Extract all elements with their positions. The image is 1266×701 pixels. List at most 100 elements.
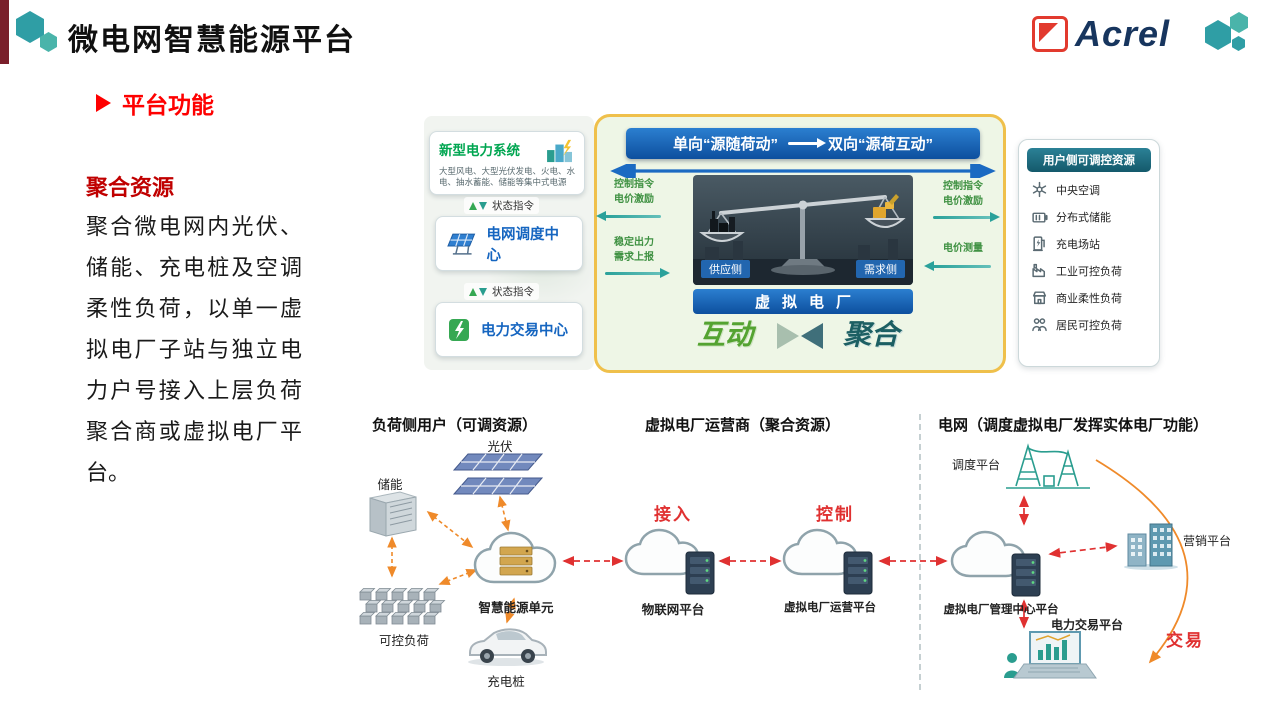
flow-arrow-left-icon [596, 211, 661, 221]
iot-platform-icon [624, 528, 715, 595]
vpp-title-banner: 虚拟电厂 [693, 289, 913, 314]
trade-flow-label: 交易 [1166, 631, 1204, 650]
demand-side-label: 需求侧 [856, 260, 905, 278]
vpp-operation-platform-label: 虚拟电厂运营平台 [784, 602, 876, 614]
commercial-load-icon [1032, 291, 1047, 305]
page-title: 微电网智慧能源平台 [68, 24, 356, 57]
storage-label: 储能 [377, 478, 403, 492]
battery-bolt-icon [449, 318, 469, 341]
industry-load-icon [1032, 263, 1046, 278]
hexagon-icon [16, 11, 44, 43]
hexagon-icon [1205, 20, 1231, 50]
list-item-industry: 工业可控负荷 [1027, 257, 1151, 284]
flow-label-output-left: 稳定出力 需求上报 [614, 237, 654, 263]
trade-platform-label: 电力交易平台 [1050, 618, 1123, 632]
resource-links [387, 495, 516, 624]
pv-label: 光伏 [487, 440, 513, 454]
flow-label-price-measure: 电价测量 [943, 243, 983, 254]
power-plant-icon [547, 139, 572, 163]
section-title-load-side: 负荷侧用户（可调资源） [372, 417, 538, 434]
marketing-platform-label: 营销平台 [1182, 534, 1231, 548]
dispatch-platform-label: 调度平台 [951, 458, 1000, 472]
list-item-label: 居民可控负荷 [1056, 319, 1122, 332]
list-item-label: 充电场站 [1056, 238, 1100, 251]
flow-label-control-right: 控制指令 电价激励 [943, 181, 983, 207]
iot-platform-label: 物联网平台 [641, 603, 705, 617]
list-item-charging: 充电场站 [1027, 230, 1151, 257]
status-command-badge-2: 状态指令 [464, 283, 539, 300]
power-system-subtitle: 大型风电、大型光伏发电、火电、水电、抽水蓄能、储能等集中式电源 [439, 166, 576, 188]
power-system-box: 新型电力系统 大型风电、大型光伏发电、火电、水电、抽水蓄能、储能等集中式电源 [429, 131, 585, 195]
interact-label: 互动 [697, 319, 754, 350]
list-item-storage: 分布式储能 [1027, 203, 1151, 230]
brand-logo: Acrel [1032, 13, 1170, 55]
resident-load-icon [1032, 318, 1047, 332]
header-twoway-label: 双向“源荷互动” [828, 136, 934, 153]
trade-platform-laptop-icon [1004, 631, 1097, 679]
grid-trade-arc [1095, 459, 1189, 664]
subsection-title: 聚合资源 [86, 175, 175, 200]
list-item-label: 工业可控负荷 [1056, 265, 1122, 278]
section-title: 平台功能 [122, 92, 214, 118]
header-accent-bar [0, 0, 9, 64]
power-system-title: 新型电力系统 [439, 143, 520, 158]
balance-scale-image: 供应侧 需求侧 [693, 175, 913, 285]
updown-arrows-icon [469, 287, 487, 296]
arrow-bullet-icon [96, 94, 111, 112]
decor-hexagons-top-left [16, 11, 76, 67]
flow-arrow-right-icon [933, 212, 1000, 222]
hexagon-icon [1230, 12, 1248, 33]
vpp-header-banner: 单向“源随荷动” 双向“源荷互动” [626, 128, 980, 159]
distributed-storage-icon [1032, 212, 1048, 223]
smart-energy-unit-cloud-icon [473, 531, 557, 584]
acrel-logo-flag-icon [1039, 23, 1058, 42]
pv-panels-icon [452, 453, 544, 495]
header-oneway-label: 单向“源随荷动” [672, 136, 778, 153]
list-item-hvac: 中央空调 [1027, 176, 1151, 203]
status-command-label: 状态指令 [492, 286, 534, 298]
charging-station-icon [1032, 236, 1045, 252]
decor-hexagons-top-right [1205, 12, 1265, 68]
status-command-label: 状态指令 [492, 200, 534, 212]
dispatch-center-label: 电网调度中心 [486, 226, 559, 264]
flow-arrow-right-icon [605, 268, 670, 278]
solar-panel-icon [447, 233, 476, 255]
storage-cabinet-icon [369, 491, 417, 537]
exchange-arrow-left-icon [801, 323, 823, 349]
acrel-logo-icon [1032, 16, 1068, 52]
exchange-arrow-right-icon [777, 323, 799, 349]
updown-arrows-icon [469, 201, 487, 210]
list-item-label: 商业柔性负荷 [1056, 292, 1122, 305]
section-title-grid: 电网（调度虚拟电厂发挥实体电厂功能） [938, 417, 1209, 434]
bottom-diagram: 负荷侧用户（可调资源） 虚拟电厂运营商（聚合资源） 电网（调度虚拟电厂发挥实体电… [0, 400, 1266, 701]
grid-dispatch-center-box: 电网调度中心 [435, 216, 583, 271]
section-title-vpp-operator: 虚拟电厂运营商（聚合资源） [645, 417, 841, 434]
ev-charger-label: 充电桩 [487, 675, 525, 689]
hexagon-icon [40, 32, 57, 52]
vpp-panel: 单向“源随荷动” 双向“源荷互动” [594, 114, 1006, 373]
power-trade-center-box: 电力交易中心 [435, 302, 583, 357]
list-item-resident: 居民可控负荷 [1027, 311, 1151, 338]
status-command-badge-1: 状态指令 [464, 197, 539, 214]
flow-label-control-left: 控制指令 电价激励 [614, 179, 654, 205]
vpp-management-platform-icon [950, 530, 1041, 597]
flow-arrow-left-icon [924, 261, 991, 271]
body-paragraph: 聚合微电网内光伏、储能、充电桩及空调柔性负荷，以单一虚拟电厂子站与独立电力户号接… [86, 214, 302, 485]
marketing-buildings-icon [1124, 523, 1178, 570]
ev-car-icon [468, 628, 547, 666]
user-resources-panel: 用户侧可调控资源 中央空调 分布式储能 充电场站 工业可控负荷 [1018, 139, 1160, 367]
controllable-load-label: 可控负荷 [378, 634, 429, 648]
hexagon-icon [1232, 36, 1245, 51]
control-flow-label: 控制 [816, 505, 854, 524]
list-item-label: 中央空调 [1056, 184, 1100, 197]
right-arrow-icon [788, 138, 826, 148]
smart-energy-unit-label: 智慧能源单元 [478, 601, 554, 615]
vpp-management-platform-label: 虚拟电厂管理中心平台 [943, 604, 1059, 616]
user-resources-title: 用户侧可调控资源 [1027, 148, 1151, 172]
dispatch-substation-icon [1006, 443, 1090, 489]
platform-links [562, 495, 1118, 629]
vpp-operation-platform-icon [782, 528, 873, 595]
controllable-load-icon [359, 588, 445, 625]
connection-arrows [387, 414, 1189, 692]
